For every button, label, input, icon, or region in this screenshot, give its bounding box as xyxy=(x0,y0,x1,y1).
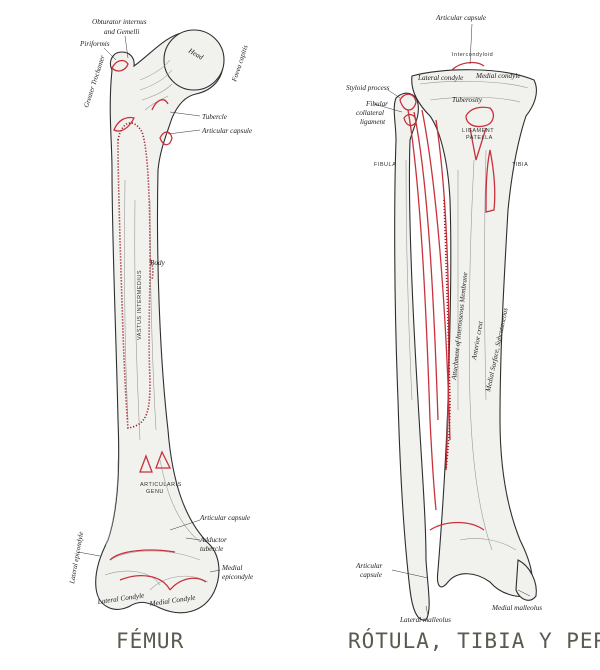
label-medial-condyle-tibia: Medial condyle xyxy=(475,72,521,80)
label-intercondyloid: Intercondyloid xyxy=(452,52,493,58)
femur-illustration: Obturator internus and Gemelli Piriformi… xyxy=(68,18,254,653)
label-ligament: ligament xyxy=(360,118,386,126)
label-medial-malleolus: Medial malleolus xyxy=(491,604,542,612)
label-tibia: TIBIA xyxy=(512,162,528,168)
label-epicondyle: epicondyle xyxy=(222,573,254,581)
label-tuberosity: Tuberosity xyxy=(452,96,483,104)
label-genu: GENU xyxy=(146,489,164,495)
label-adductor: Adductor xyxy=(199,536,227,544)
label-medial: Medial xyxy=(221,564,242,572)
label-lateral-condyle-tibia: Lateral condyle xyxy=(417,74,464,82)
tibia-fibula-illustration: Articular capsule Intercondyloid Lateral… xyxy=(346,14,600,653)
label-fovea-capitis: Fovea capitis xyxy=(230,44,250,84)
label-obturator-internus: Obturator internus xyxy=(92,18,147,26)
label-articularis: ARTICULARIS xyxy=(140,482,182,488)
label-ligament-patellae-2: PATELLA xyxy=(466,135,493,141)
caption-femur: FÉMUR xyxy=(116,628,184,653)
caption-tibia-fibula: RÓTULA, TIBIA Y PERONÉ xyxy=(348,628,600,653)
label-articular-capsule-top: Articular capsule xyxy=(435,14,487,22)
label-articular-capsule-upper: Articular capsule xyxy=(201,127,253,135)
label-lateral-malleolus: Lateral malleolus xyxy=(399,616,451,624)
label-and-gemelli: and Gemelli xyxy=(104,28,139,36)
label-piriformis: Piriformis xyxy=(79,40,110,48)
label-vastus-intermedius: VASTUS INTERMEDIUS xyxy=(137,270,143,340)
label-articular-bottom-1: Articular xyxy=(355,562,383,570)
label-tubercle-2: tubercle xyxy=(200,545,224,553)
label-lateral-epicondyle: Lateral epicondyle xyxy=(68,531,85,585)
label-styloid-process: Styloid process xyxy=(346,84,390,92)
label-articular-capsule-lower: Articular capsule xyxy=(199,514,251,522)
label-ligament-patellae-1: LIGAMENT xyxy=(462,128,494,134)
label-greater-trochanter: Greater Trochanter xyxy=(82,54,107,109)
label-collateral: collateral xyxy=(356,109,384,117)
label-fibular: Fibular xyxy=(365,100,388,108)
label-tubercle: Tubercle xyxy=(202,113,228,121)
label-body: Body xyxy=(150,259,166,267)
label-articular-bottom-2: capsule xyxy=(360,571,383,579)
label-fibula: FIBULA xyxy=(374,162,396,168)
